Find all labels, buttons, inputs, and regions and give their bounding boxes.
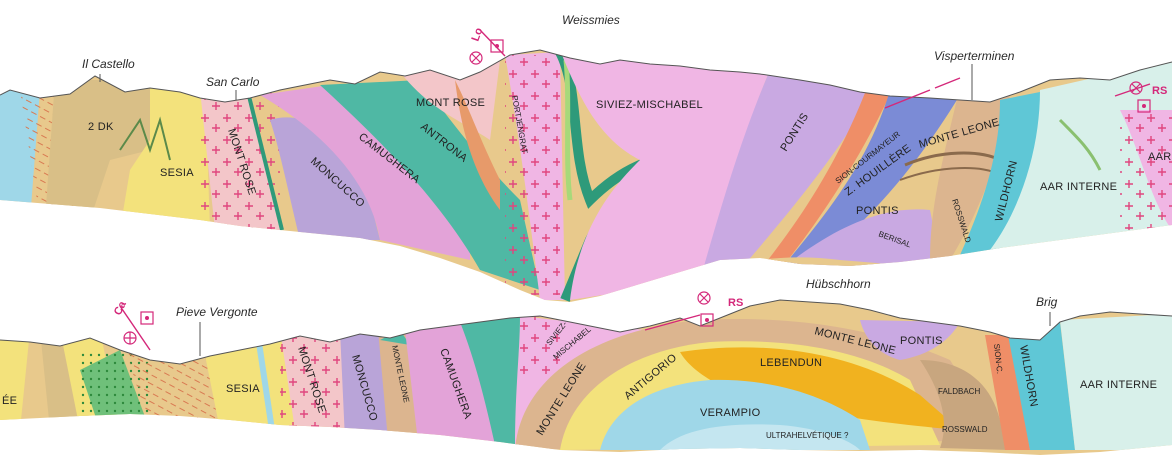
lower-cross-section: Pieve Vergonte Hübschhorn Brig ÉE SESIA … bbox=[0, 277, 1172, 459]
place-il-castello: Il Castello bbox=[82, 57, 135, 71]
rs-bottom-away-symbol-icon bbox=[698, 292, 710, 304]
label-lebendun: LEBENDUN bbox=[760, 357, 822, 369]
upper-thrust-line-2 bbox=[935, 78, 960, 88]
label-mont-rose-2: MONT ROSE bbox=[416, 97, 485, 109]
place-pieve-vergonte: Pieve Vergonte bbox=[176, 305, 258, 319]
lo-away-symbol-icon bbox=[470, 52, 482, 64]
place-visperterminen: Visperterminen bbox=[934, 49, 1015, 63]
label-verampio: VERAMPIO bbox=[700, 407, 761, 419]
ca-cross-symbol-icon bbox=[124, 332, 136, 344]
label-sesia-bottom: SESIA bbox=[226, 383, 260, 395]
upper-cross-section: Il Castello San Carlo Weissmies Visperte… bbox=[0, 13, 1172, 340]
ca-toward-symbol-icon bbox=[141, 312, 153, 324]
label-ultrahelvetique: ULTRAHELVÉTIQUE ? bbox=[766, 431, 849, 440]
lo-toward-symbol-icon bbox=[491, 40, 503, 52]
label-aar-interne-bottom: AAR INTERNE bbox=[1080, 379, 1157, 391]
fault-label-rs-bottom: RS bbox=[728, 297, 743, 309]
place-hubschhorn: Hübschhorn bbox=[806, 277, 871, 291]
label-2dk: 2 DK bbox=[88, 121, 114, 133]
place-brig: Brig bbox=[1036, 295, 1058, 309]
fault-label-rs-top: RS bbox=[1152, 85, 1167, 97]
place-san-carlo: San Carlo bbox=[206, 75, 260, 89]
label-ee: ÉE bbox=[2, 394, 17, 407]
label-siviez-mischabel: SIVIEZ-MISCHABEL bbox=[596, 99, 703, 111]
label-rosswald-bottom: ROSSWALD bbox=[942, 425, 988, 434]
label-faldbach: FALDBACH bbox=[938, 387, 980, 396]
label-pontis-lower: PONTIS bbox=[856, 205, 899, 217]
fault-label-lo: Lo bbox=[470, 26, 486, 43]
label-aar: AAR bbox=[1148, 151, 1172, 163]
place-weissmies: Weissmies bbox=[562, 13, 620, 27]
label-aar-interne: AAR INTERNE bbox=[1040, 181, 1117, 193]
label-pontis-bottom: PONTIS bbox=[900, 335, 943, 347]
label-sesia: SESIA bbox=[160, 167, 194, 179]
